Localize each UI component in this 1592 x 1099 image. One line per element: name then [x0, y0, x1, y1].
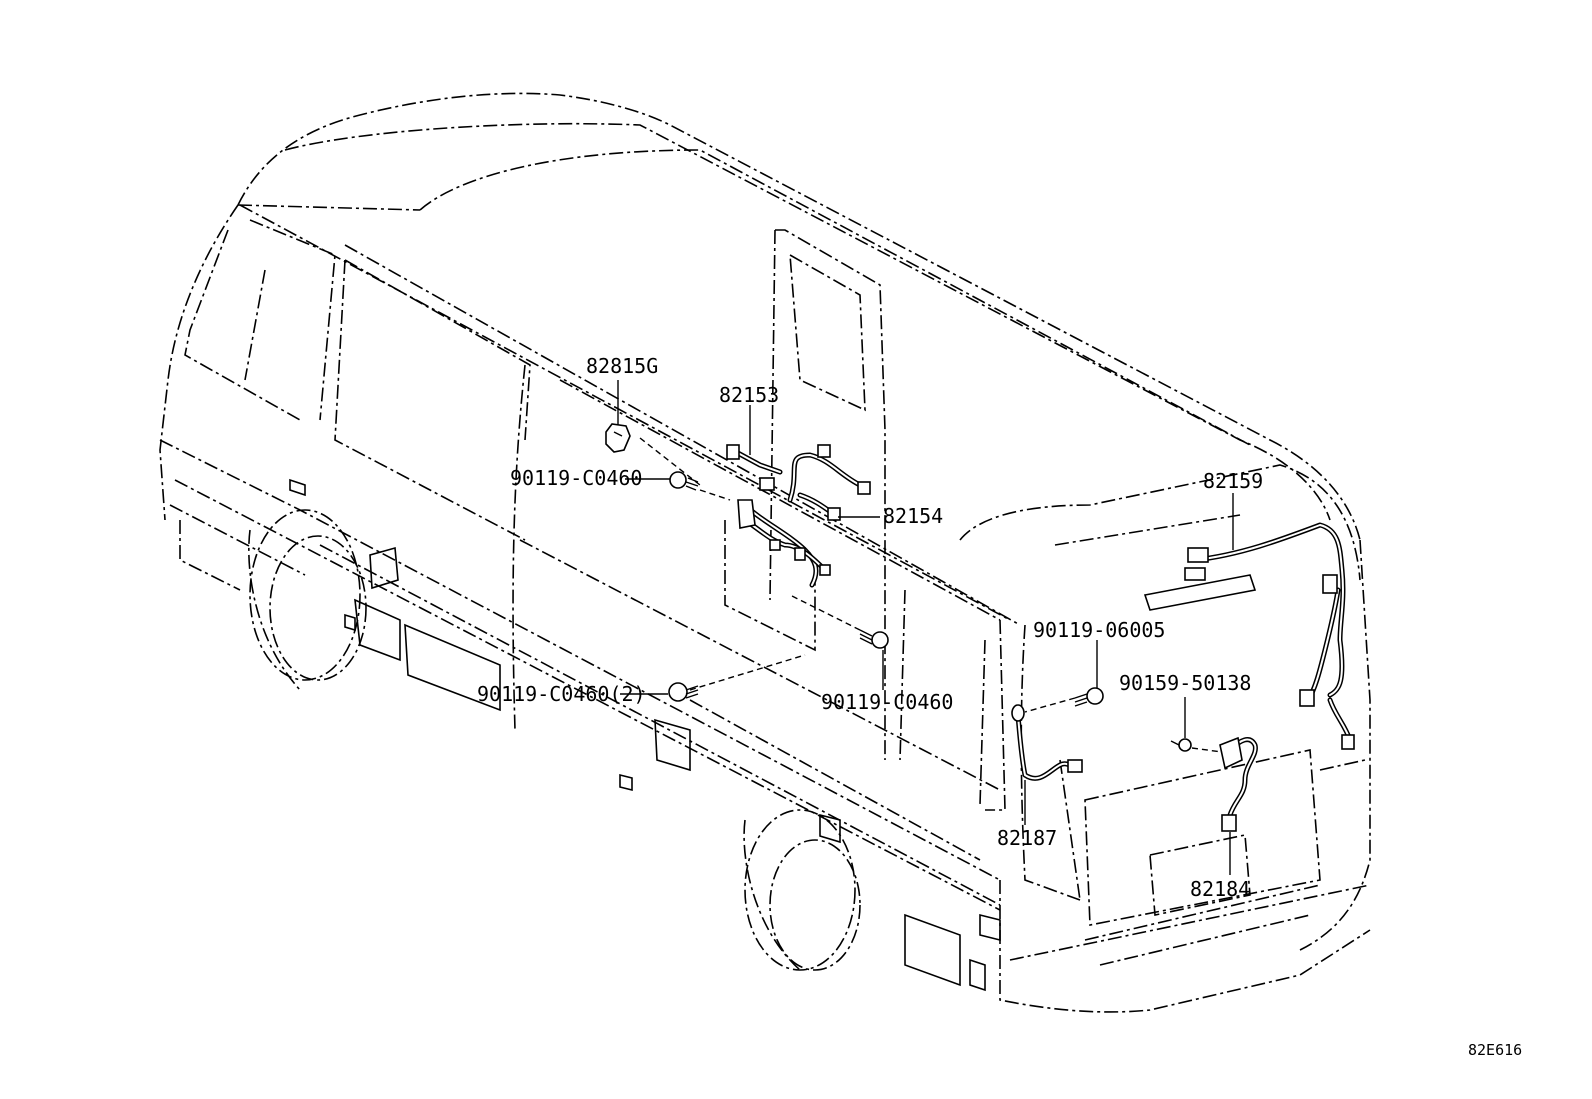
label-82159: 82159: [1203, 469, 1263, 493]
bolt-90159-50138: [1170, 738, 1192, 752]
rear-wheel: [743, 809, 861, 971]
bolt-90119-C0460-upper: [669, 471, 699, 491]
harness-82153: [726, 444, 783, 491]
bolt-90119-C0460-2: [668, 682, 699, 702]
leader-lines: [617, 380, 1234, 875]
label-82153: 82153: [719, 383, 779, 407]
label-82184: 82184: [1190, 877, 1250, 901]
label-90119-06005: 90119-06005: [1033, 618, 1165, 642]
label-90119-C0460-2: 90119-C0460(2): [477, 682, 646, 706]
harness-82187: [1011, 704, 1083, 781]
label-90119-C0460-middle: 90119-C0460: [821, 690, 953, 714]
clamp-82815G: [605, 423, 631, 453]
label-82815G: 82815G: [586, 354, 658, 378]
van-body-outline: [159, 92, 1371, 1013]
bolt-90119-06005: [1074, 687, 1104, 707]
front-wheel: [248, 509, 367, 691]
harness-82184: [1219, 736, 1258, 832]
label-82154: 82154: [883, 504, 943, 528]
label-82187: 82187: [997, 826, 1057, 850]
label-90119-C0460-upper: 90119-C0460: [510, 466, 642, 490]
label-90159-50138: 90159-50138: [1119, 671, 1251, 695]
bolt-90119-C0460-middle: [859, 629, 889, 649]
diagram-code: 82E616: [1468, 1041, 1522, 1059]
harness-82159: [1184, 522, 1355, 750]
harness-82154: [737, 444, 871, 588]
